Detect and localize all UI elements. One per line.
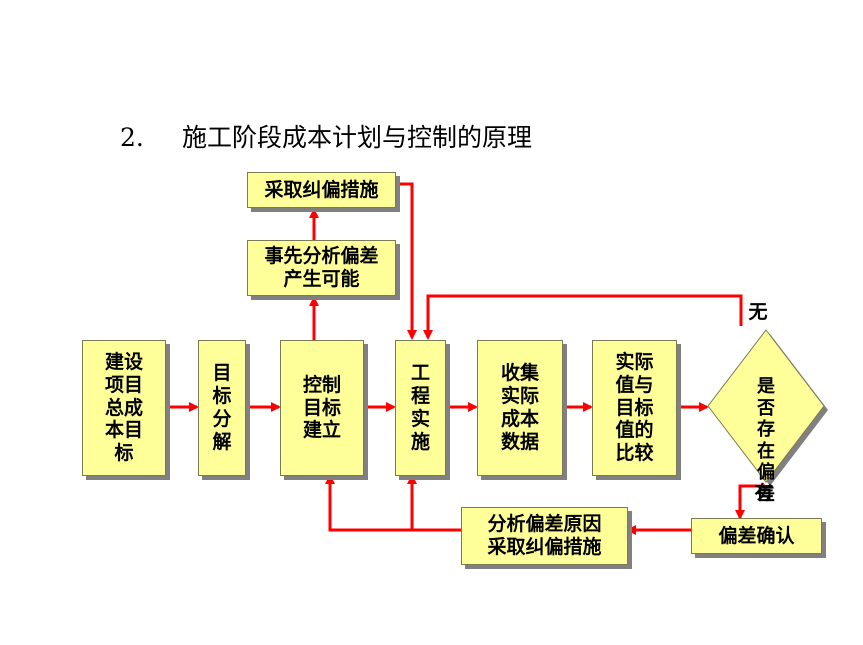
label-no: 无 — [748, 301, 768, 323]
node-control-goal: 控制 目标 建立 — [280, 340, 364, 476]
node-analyze-possible-label: 事先分析偏差 产生可能 — [264, 245, 379, 290]
node-collect-cost: 收集 实际 成本 数据 — [477, 340, 563, 476]
node-project-goal: 建设 项目 总成 本目 标 — [82, 340, 166, 476]
node-corrective-measures-label: 采取纠偏措施 — [264, 178, 379, 201]
node-goal-decomposition-label: 目 标 分 解 — [212, 362, 232, 453]
decision-diamond — [707, 329, 825, 483]
node-control-goal-label: 控制 目标 建立 — [302, 373, 341, 442]
title-text: 施工阶段成本计划与控制的原理 — [182, 123, 533, 152]
arrow-no-deviation-loop — [423, 294, 743, 340]
arrow-feedback-to-control — [325, 474, 461, 532]
node-corrective-measures: 采取纠偏措施 — [247, 172, 396, 208]
node-compare: 实际 值与 目标 值的 比较 — [592, 340, 677, 476]
node-deviation-confirm: 偏差确认 — [691, 518, 822, 554]
node-collect-cost-label: 收集 实际 成本 数据 — [500, 362, 539, 453]
decision-label: 是 否 存 在 偏 差 — [757, 376, 775, 505]
node-project-goal-label: 建设 项目 总成 本目 标 — [104, 351, 143, 465]
node-goal-decomposition: 目 标 分 解 — [198, 340, 246, 476]
arrow-measures-to-implementation — [396, 182, 417, 340]
node-analyze-cause: 分析偏差原因 采取纠偏措施 — [461, 507, 628, 565]
node-deviation-confirm-label: 偏差确认 — [718, 524, 795, 547]
label-yes: 有 — [754, 482, 774, 504]
node-compare-label: 实际 值与 目标 值的 比较 — [615, 351, 654, 465]
node-implementation-label: 工 程 实 施 — [410, 362, 430, 453]
title-number: 2. — [120, 123, 144, 152]
node-implementation: 工 程 实 施 — [395, 340, 446, 476]
arrow-yes-to-confirm — [735, 484, 765, 520]
node-analyze-possible: 事先分析偏差 产生可能 — [247, 240, 396, 296]
page-title: 2. 施工阶段成本计划与控制的原理 — [120, 118, 532, 154]
node-analyze-cause-label: 分析偏差原因 采取纠偏措施 — [487, 513, 602, 558]
